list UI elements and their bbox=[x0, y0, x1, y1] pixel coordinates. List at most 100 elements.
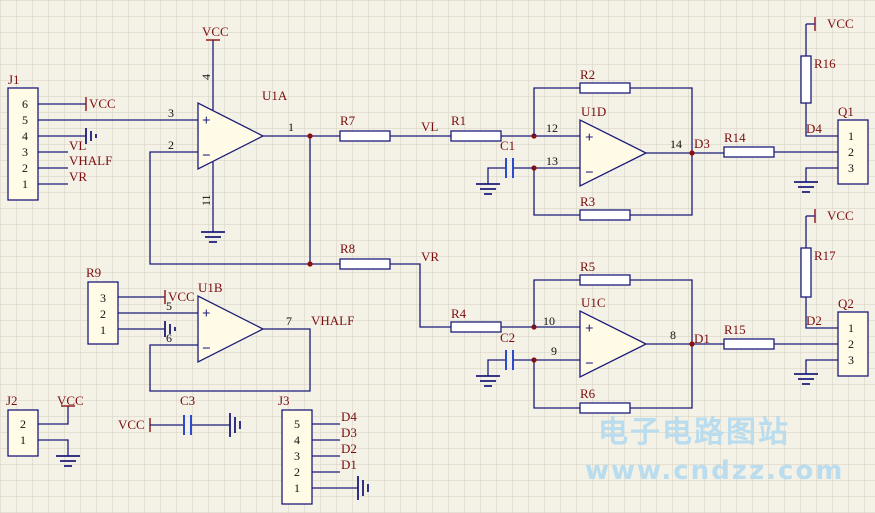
connector-r9: R9 3 2 1 bbox=[86, 265, 119, 345]
j3-d3-label: D3 bbox=[341, 425, 357, 440]
d3-net-label: D3 bbox=[694, 136, 710, 151]
vcc-label-r17: VCC bbox=[827, 208, 854, 223]
svg-text:U1D: U1D bbox=[581, 104, 606, 119]
svg-text:11: 11 bbox=[199, 194, 213, 206]
vcc-label-c3: VCC bbox=[118, 417, 145, 432]
svg-text:2: 2 bbox=[100, 307, 106, 321]
svg-text:4: 4 bbox=[294, 433, 300, 447]
svg-text:1: 1 bbox=[288, 120, 294, 134]
svg-text:+: + bbox=[202, 306, 211, 322]
vhalf-net-label: VHALF bbox=[311, 313, 354, 328]
j3-d1-label: D1 bbox=[341, 457, 357, 472]
svg-text:1: 1 bbox=[22, 177, 28, 191]
svg-text:2: 2 bbox=[168, 138, 174, 152]
svg-text:8: 8 bbox=[670, 328, 676, 342]
svg-text:−: − bbox=[585, 356, 594, 372]
svg-text:−: − bbox=[202, 341, 211, 357]
svg-text:6: 6 bbox=[166, 331, 172, 345]
connector-j1: J1 6 5 4 3 2 1 bbox=[7, 72, 198, 201]
d2-net-label: D2 bbox=[806, 313, 822, 328]
svg-text:+: + bbox=[202, 113, 211, 129]
svg-text:7: 7 bbox=[286, 314, 292, 328]
svg-text:1: 1 bbox=[100, 323, 106, 337]
connector-q2: Q2 1 2 3 bbox=[837, 296, 869, 377]
svg-text:4: 4 bbox=[22, 129, 28, 143]
svg-text:J2: J2 bbox=[6, 393, 18, 408]
vcc-label-j1: VCC bbox=[89, 96, 116, 111]
svg-text:12: 12 bbox=[546, 121, 558, 135]
svg-text:R17: R17 bbox=[814, 248, 836, 263]
svg-text:+: + bbox=[585, 130, 594, 146]
svg-text:5: 5 bbox=[166, 299, 172, 313]
svg-text:1: 1 bbox=[848, 321, 854, 335]
resistor-r6 bbox=[579, 402, 631, 414]
opamp-u1c: + − U1C 10 9 8 bbox=[543, 295, 676, 379]
svg-text:1: 1 bbox=[20, 433, 26, 447]
svg-text:6: 6 bbox=[22, 97, 28, 111]
svg-text:R5: R5 bbox=[580, 259, 595, 274]
svg-text:5: 5 bbox=[294, 417, 300, 431]
vcc-label-j2: VCC bbox=[57, 393, 84, 408]
svg-text:R14: R14 bbox=[724, 130, 746, 145]
svg-text:J3: J3 bbox=[278, 393, 290, 408]
j1-vl-label: VL bbox=[69, 138, 86, 153]
svg-text:Q1: Q1 bbox=[838, 104, 854, 119]
svg-text:9: 9 bbox=[551, 344, 557, 358]
svg-text:2: 2 bbox=[848, 337, 854, 351]
svg-text:−: − bbox=[202, 148, 211, 164]
capacitor-c3: C3 bbox=[180, 393, 195, 408]
j1-vr-label: VR bbox=[69, 169, 87, 184]
resistor-r16 bbox=[800, 55, 812, 104]
watermark-title: 电子电路图站 bbox=[598, 415, 790, 450]
capacitor-c2: C2 bbox=[500, 330, 515, 345]
svg-text:R4: R4 bbox=[451, 306, 467, 321]
svg-text:R2: R2 bbox=[580, 67, 595, 82]
resistor-r17 bbox=[800, 247, 812, 298]
resistor-r15 bbox=[723, 338, 775, 350]
svg-text:2: 2 bbox=[20, 417, 26, 431]
svg-text:−: − bbox=[585, 165, 594, 181]
resistor-r4 bbox=[450, 321, 502, 333]
d1-net-label: D1 bbox=[694, 331, 710, 346]
resistor-r7 bbox=[339, 130, 391, 142]
svg-text:Q2: Q2 bbox=[838, 296, 854, 311]
svg-text:U1C: U1C bbox=[581, 295, 606, 310]
svg-text:14: 14 bbox=[670, 137, 682, 151]
svg-text:R3: R3 bbox=[580, 194, 595, 209]
svg-text:R8: R8 bbox=[340, 241, 355, 256]
svg-text:13: 13 bbox=[546, 154, 558, 168]
resistor-r2 bbox=[579, 82, 631, 94]
svg-text:U1B: U1B bbox=[198, 280, 223, 295]
svg-text:R16: R16 bbox=[814, 56, 836, 71]
j1-vhalf-label: VHALF bbox=[69, 153, 112, 168]
vcc-label-r9: VCC bbox=[168, 289, 195, 304]
opamp-u1a: + − U1A 3 2 1 4 11 bbox=[168, 74, 294, 206]
svg-text:2: 2 bbox=[848, 145, 854, 159]
svg-text:10: 10 bbox=[543, 314, 555, 328]
svg-text:1: 1 bbox=[294, 481, 300, 495]
j3-d4-label: D4 bbox=[341, 409, 357, 424]
svg-text:3: 3 bbox=[294, 449, 300, 463]
resistor-r14 bbox=[723, 146, 775, 158]
d4-net-label: D4 bbox=[806, 121, 822, 136]
connector-j2: J2 2 1 bbox=[6, 393, 39, 457]
vl-net-label: VL bbox=[421, 119, 438, 134]
svg-text:2: 2 bbox=[22, 161, 28, 175]
watermark-url: www.cndzz.com bbox=[585, 456, 844, 486]
svg-text:5: 5 bbox=[22, 113, 28, 127]
svg-text:3: 3 bbox=[848, 353, 854, 367]
opamp-u1b: + − U1B 5 6 7 bbox=[166, 280, 292, 364]
svg-text:+: + bbox=[585, 321, 594, 337]
svg-text:R6: R6 bbox=[580, 386, 596, 401]
svg-text:U1A: U1A bbox=[262, 88, 288, 103]
connector-j3: J3 5 4 3 2 1 bbox=[278, 393, 313, 505]
vcc-label-r16: VCC bbox=[827, 16, 854, 31]
svg-text:3: 3 bbox=[100, 291, 106, 305]
svg-text:3: 3 bbox=[22, 145, 28, 159]
j3-d2-label: D2 bbox=[341, 441, 357, 456]
resistor-r8 bbox=[339, 258, 391, 270]
capacitor-c1: C1 bbox=[500, 138, 515, 153]
vcc-label-u1a: VCC bbox=[202, 24, 229, 39]
